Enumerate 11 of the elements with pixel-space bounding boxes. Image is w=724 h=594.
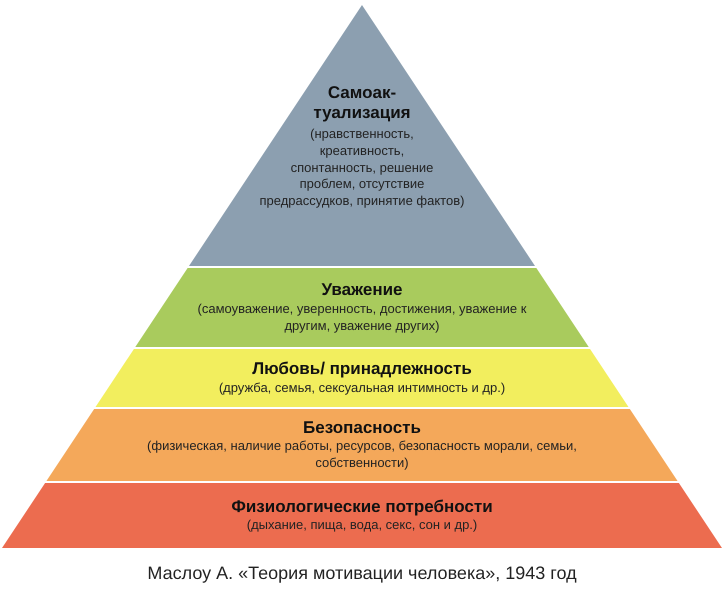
level-title: Уважение (321, 280, 403, 301)
level-description: (самоуважение, уверенность, достижения, уважение к другим, уважение других) (196, 300, 528, 335)
level-description: (физическая, наличие работы, ресурсов, безопасность морали, семьи, собственности) (146, 438, 578, 472)
level-title: Физиологические потребности (231, 496, 493, 518)
level-title: Безопасность (303, 418, 421, 438)
caption: Маслоу А. «Теория мотивации человека», 1943 год (146, 563, 578, 584)
level-title: Самоак- туализация (312, 83, 412, 124)
level-description: (дружба, семья, сексуальная интимность и др.) (218, 380, 506, 397)
level-title: Любовь/ принадлежность (252, 359, 472, 380)
level-description: (дыхание, пища, вода, секс, сон и др.) (246, 517, 478, 534)
level-description: (нравственность, креативность, спонтанность, решение проблем, отсутствие предрассудков, принятие фактов) (258, 126, 466, 210)
